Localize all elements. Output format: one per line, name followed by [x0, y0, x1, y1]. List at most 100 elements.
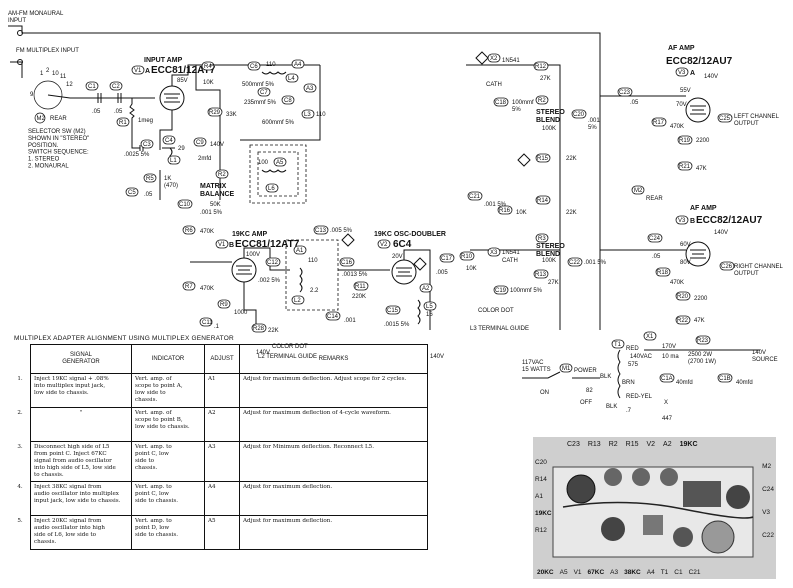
svg-text:BLK: BLK	[606, 404, 617, 410]
svg-text:C1B: C1B	[719, 376, 731, 382]
alignment-title: MULTIPLEX ADAPTER ALIGNMENT USING MULTIP…	[14, 335, 234, 342]
test-point-a	[341, 233, 355, 247]
photo-label-a4: A4	[646, 569, 655, 576]
svg-text:A1: A1	[296, 248, 304, 254]
svg-text:B: B	[229, 242, 234, 249]
svg-text:170V: 170V	[662, 344, 676, 350]
svg-text:X2: X2	[490, 56, 498, 62]
svg-text:C17: C17	[441, 256, 453, 262]
alignment-header-remarks: REMARKS	[239, 344, 428, 374]
svg-text:A3: A3	[306, 86, 314, 92]
svg-text:447: 447	[662, 416, 673, 422]
svg-text:.0015 5%: .0015 5%	[384, 322, 410, 328]
svg-text:.1: .1	[214, 324, 220, 330]
svg-text:R16: R16	[499, 208, 511, 214]
svg-text:X: X	[664, 400, 668, 406]
photo-label-a3: A3	[610, 569, 619, 576]
row-remarks: Adjust for maximum deflection.	[239, 515, 428, 550]
row-indicator: Vert. amp. of scope to point B, low side…	[131, 407, 205, 442]
svg-text:.005 5%: .005 5%	[330, 228, 353, 234]
svg-text:C12: C12	[267, 260, 279, 266]
svg-text:R28: R28	[253, 326, 265, 332]
alignment-header-indicator: INDICATOR	[131, 344, 205, 374]
photo-label-c1: C1	[674, 569, 683, 576]
svg-text:R4: R4	[204, 64, 212, 70]
svg-text:22K: 22K	[566, 210, 577, 216]
row-number: 3.	[17, 443, 23, 450]
l3-terminal-guide: L3 TERMINAL GUIDE	[470, 326, 529, 332]
svg-text:R14: R14	[537, 198, 549, 204]
table-row: 4. Inject 38KC signal from audio oscilla…	[10, 481, 428, 516]
svg-text:47K: 47K	[694, 318, 705, 324]
svg-text:C10: C10	[179, 202, 191, 208]
alignment-header-generator: SIGNAL GENERATOR	[30, 344, 132, 374]
svg-text:19KC AMP: 19KC AMP	[232, 231, 267, 238]
svg-text:BLK: BLK	[600, 374, 611, 380]
svg-text:70V: 70V	[676, 102, 687, 108]
photo-label-38kc: 38KC	[624, 569, 641, 576]
svg-text:470K: 470K	[670, 124, 684, 130]
svg-text:2200: 2200	[696, 138, 710, 144]
svg-text:.05: .05	[652, 254, 661, 260]
svg-text:ON: ON	[540, 390, 549, 396]
photo-label-20kc: 20KC	[537, 569, 554, 576]
svg-text:235mmf 5%: 235mmf 5%	[244, 100, 277, 106]
svg-text:27K: 27K	[540, 76, 551, 82]
svg-text:INPUT AMP: INPUT AMP	[144, 57, 183, 64]
svg-text:.001: .001	[344, 318, 356, 324]
svg-text:100V: 100V	[246, 252, 260, 258]
svg-text:100: 100	[258, 160, 269, 166]
svg-text:A2: A2	[422, 286, 430, 292]
svg-text:POWER: POWER	[574, 368, 597, 374]
row-number: 4.	[17, 483, 23, 490]
svg-text:RED-YEL: RED-YEL	[626, 394, 653, 400]
svg-text:.001 5%: .001 5%	[584, 260, 607, 266]
photo-label-c20: C20	[535, 459, 547, 466]
svg-text:50K: 50K	[210, 202, 221, 208]
row-indicator: Vert. amp. of scope to point A, low side…	[131, 373, 205, 408]
svg-text:.05: .05	[144, 192, 153, 198]
svg-text:140V: 140V	[430, 354, 444, 360]
svg-text:16: 16	[426, 312, 433, 318]
svg-text:CATH: CATH	[502, 258, 518, 264]
svg-text:C20: C20	[573, 112, 585, 118]
svg-text:R3: R3	[538, 236, 546, 242]
svg-text:470K: 470K	[670, 280, 684, 286]
svg-text:R10: R10	[461, 254, 473, 260]
svg-text:110: 110	[308, 258, 318, 264]
svg-text:C1A: C1A	[661, 376, 673, 382]
svg-text:V3: V3	[678, 218, 686, 224]
svg-text:40mfd: 40mfd	[676, 380, 693, 386]
svg-text:R20: R20	[677, 294, 689, 300]
svg-text:22K: 22K	[268, 328, 279, 334]
svg-text:L2: L2	[294, 298, 301, 304]
svg-text:V1: V1	[218, 242, 226, 248]
svg-text:T1: T1	[614, 342, 622, 348]
svg-text:140VAC: 140VAC	[630, 354, 653, 360]
test-point-b	[413, 257, 427, 271]
svg-text:.0015%: .0015%	[588, 118, 600, 131]
svg-text:82: 82	[586, 388, 593, 394]
svg-text:2200: 2200	[694, 296, 708, 302]
svg-text:R18: R18	[657, 270, 669, 276]
svg-text:.05: .05	[92, 109, 101, 115]
photo-label-v3: V3	[762, 509, 771, 516]
row-adjust: A3	[204, 441, 240, 482]
svg-text:29: 29	[178, 146, 185, 152]
svg-text:R12: R12	[535, 64, 547, 70]
photo-label-t1: T1	[660, 569, 669, 576]
svg-text:.001 5%: .001 5%	[484, 202, 507, 208]
row-remarks: Adjust for maximum deflection of 4-cycle…	[239, 407, 428, 442]
alignment-header-row: SIGNAL GENERATOR INDICATOR ADJUST REMARK…	[10, 344, 428, 374]
svg-text:55V: 55V	[680, 88, 691, 94]
row-adjust: A2	[204, 407, 240, 442]
row-number: 5.	[17, 517, 23, 524]
svg-text:10 ma: 10 ma	[662, 354, 679, 360]
selector-switch-m2: 1 2 9 10 11 12 M2 REAR SELECTOR SW (M2)S…	[28, 68, 89, 170]
